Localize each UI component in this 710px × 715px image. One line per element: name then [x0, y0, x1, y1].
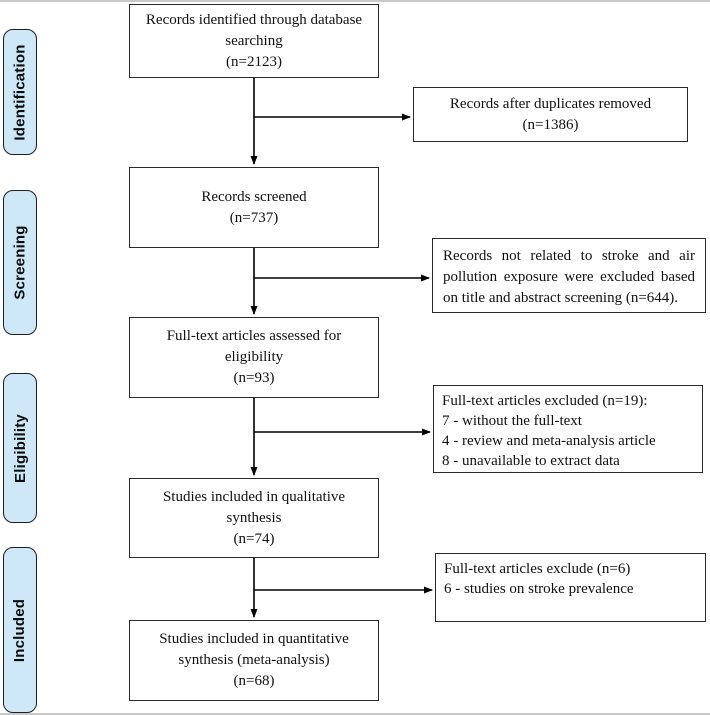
stage-identification-label: Identification [11, 43, 29, 141]
box-quantitative-synthesis: Studies included in quantitative synthes… [129, 620, 379, 701]
box-duplicates-removed: Records after duplicates removed (n=1386… [413, 87, 688, 142]
box-records-identified-text: Records identified through database sear… [145, 11, 363, 70]
stage-eligibility-label: Eligibility [11, 413, 29, 483]
box-fulltext-excluded-text: Full-text articles excluded (n=19): 7 - … [442, 393, 656, 469]
stage-included-label: Included [11, 598, 29, 662]
box-records-identified: Records identified through database sear… [129, 4, 379, 78]
box-qualitative-synthesis: Studies included in qualitative synthesi… [129, 478, 379, 558]
box-fulltext-assessed: Full-text articles assessed for eligibil… [129, 317, 379, 398]
box-fulltext-assessed-text: Full-text articles assessed for eligibil… [166, 328, 342, 386]
box-records-screened-text: Records screened (n=737) [201, 188, 307, 226]
box-qualitative-synthesis-text: Studies included in qualitative synthesi… [162, 488, 346, 547]
box-fulltext-excluded: Full-text articles excluded (n=19): 7 - … [433, 385, 703, 473]
figure-bottom-rule [0, 713, 710, 715]
figure-top-rule [0, 0, 710, 2]
stage-eligibility: Eligibility [3, 373, 37, 523]
stage-identification: Identification [3, 29, 37, 155]
stage-screening: Screening [3, 190, 37, 335]
box-records-screened: Records screened (n=737) [129, 167, 379, 248]
stage-screening-label: Screening [11, 225, 29, 300]
box-fulltext-excluded-prevalence-text: Full-text articles exclude (n=6) 6 - stu… [444, 561, 634, 597]
box-records-excluded-screening-text: Records not related to stroke and air po… [443, 248, 695, 306]
box-quantitative-synthesis-text: Studies included in quantitative synthes… [159, 631, 349, 689]
box-fulltext-excluded-prevalence: Full-text articles exclude (n=6) 6 - stu… [435, 553, 706, 622]
box-duplicates-removed-text: Records after duplicates removed (n=1386… [449, 95, 652, 133]
box-records-excluded-screening: Records not related to stroke and air po… [432, 238, 706, 313]
stage-included: Included [3, 547, 37, 713]
